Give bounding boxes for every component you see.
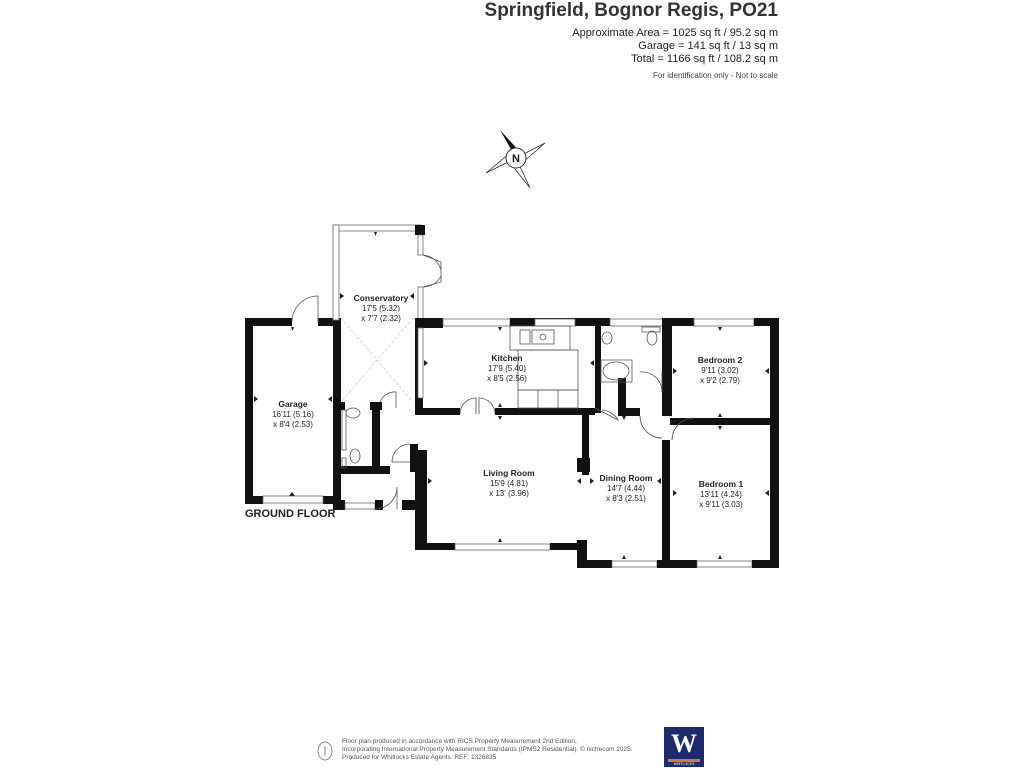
footer-line-1: Floor plan produced in accordance with R… [342, 738, 577, 745]
floorplan-badge-icon [317, 741, 333, 761]
footer-line-2: Incorporating International Property Mea… [342, 746, 633, 753]
room-living: Living Room 15'9 (4.81) x 13' (3.96) [483, 468, 535, 498]
garage-area: Garage = 141 sq ft / 13 sq m [638, 40, 778, 52]
kitchen-name: Kitchen [491, 353, 522, 363]
bedroom2-dim1: 9'11 (3.02) [701, 366, 739, 375]
logo-accent-bar [668, 759, 700, 762]
room-bedroom-2: Bedroom 2 9'11 (3.02) x 9'2 (2.79) [698, 355, 743, 385]
dining-dim2: x 8'3 (2.51) [606, 494, 646, 503]
bathroom-fixtures [341, 326, 661, 469]
logo-subtitle: WHITLOCKS [673, 762, 695, 766]
dining-name: Dining Room [600, 473, 653, 483]
dimension-arrows [254, 232, 769, 559]
room-dining: Dining Room 14'7 (4.44) x 8'3 (2.51) [600, 473, 653, 503]
room-bedroom-1: Bedroom 1 13'11 (4.24) x 9'11 (3.03) [699, 479, 744, 509]
kitchen-dim1: 17'9 (5.40) [488, 364, 526, 373]
bedroom1-dim2: x 9'11 (3.03) [699, 500, 743, 509]
conservatory-dim2: x 7'7 (2.32) [361, 314, 401, 323]
whitlocks-logo: W WHITLOCKS [664, 727, 704, 767]
conservatory-name: Conservatory [354, 293, 409, 303]
conservatory-walls [332, 224, 442, 403]
house-walls [333, 318, 779, 568]
approximate-area: Approximate Area = 1025 sq ft / 95.2 sq … [572, 27, 778, 39]
room-conservatory: Conservatory 17'5 (5.32) x 7'7 (2.32) [354, 293, 409, 323]
garage-name: Garage [278, 399, 308, 409]
bedroom1-dim1: 13'11 (4.24) [700, 490, 742, 499]
plan-title: Springfield, Bognor Regis, PO21 [484, 0, 778, 21]
total-area: Total = 1166 sq ft / 108.2 sq m [631, 53, 778, 65]
compass-label: N [512, 153, 520, 165]
compass-icon: N [485, 130, 546, 189]
bedroom2-name: Bedroom 2 [698, 355, 743, 365]
disclaimer: For identification only - Not to scale [653, 71, 778, 80]
garage-dim1: 16'11 (5.16) [272, 410, 314, 419]
door-swings [374, 371, 695, 510]
living-name: Living Room [483, 468, 535, 478]
footer-credits: Floor plan produced in accordance with R… [342, 738, 633, 762]
bedroom1-name: Bedroom 1 [699, 479, 744, 489]
living-dim1: 15'9 (4.81) [490, 479, 528, 488]
footer-line-3: Produced for Whitlocks Estate Agents. RE… [342, 754, 497, 761]
room-garage: Garage 16'11 (5.16) x 8'4 (2.53) [272, 399, 314, 429]
room-kitchen: Kitchen 17'9 (5.40) x 8'5 (2.56) [487, 353, 527, 383]
logo-letter: W [671, 729, 697, 758]
floor-label: GROUND FLOOR [245, 508, 335, 520]
kitchen-dim2: x 8'5 (2.56) [487, 374, 527, 383]
conservatory-dim1: 17'5 (5.32) [362, 304, 400, 313]
living-dim2: x 13' (3.96) [489, 489, 529, 498]
kitchen-units [509, 325, 579, 409]
dining-dim1: 14'7 (4.44) [607, 484, 645, 493]
garage-dim2: x 8'4 (2.53) [273, 420, 313, 429]
bedroom2-dim2: x 9'2 (2.79) [700, 376, 740, 385]
